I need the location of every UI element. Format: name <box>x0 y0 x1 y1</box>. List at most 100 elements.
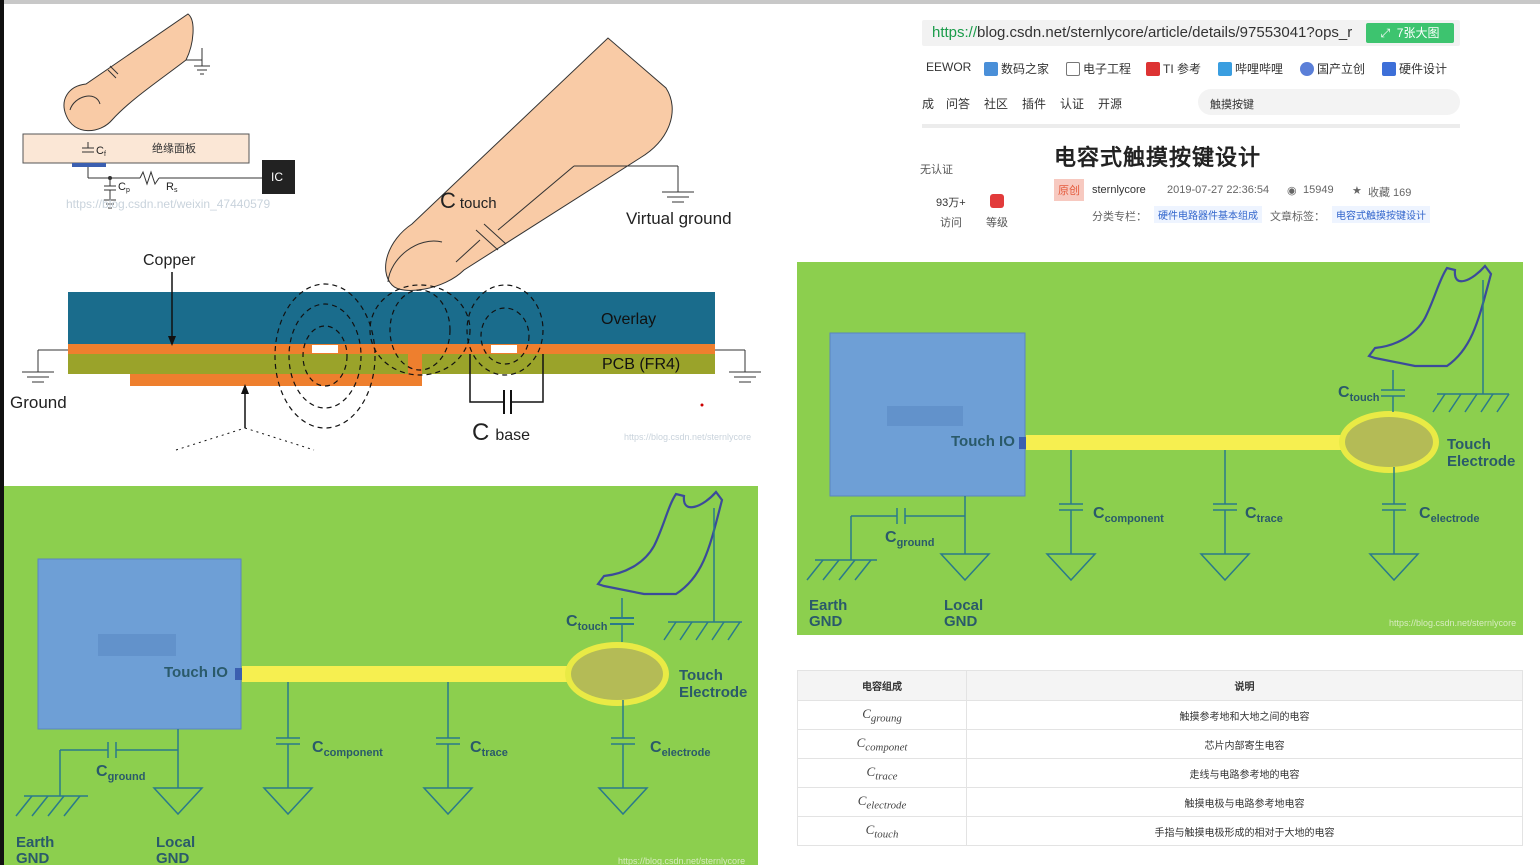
desc-cell: 走线与电路参考地的电容 <box>966 758 1523 788</box>
trace <box>1026 435 1356 450</box>
touch-electrode <box>571 648 663 700</box>
view-images-label: 7张大图 <box>1396 26 1440 40</box>
svg-text:Ctouch: Ctouch <box>566 613 608 633</box>
symbol: C <box>857 792 867 808</box>
site-nav: 成 问答 社区 插件 认证 开源 触摸按键 <box>922 86 1460 120</box>
cert-status: 无认证 <box>920 164 953 176</box>
bookmark-5[interactable]: 国产立创 <box>1300 60 1365 77</box>
symbol: C <box>856 734 866 750</box>
favorites-count[interactable]: 收藏 169 <box>1368 187 1412 199</box>
url-path: blog.csdn.net/sternlycore/article/detail… <box>977 24 1353 41</box>
table-row: Ctrace 走线与电路参考地的电容 <box>797 758 1523 788</box>
touch-electrode-label-2: Electrode <box>679 684 747 701</box>
touch-io-label: Touch IO <box>164 664 228 681</box>
bookmark-2[interactable]: 电子工程 <box>1066 60 1131 77</box>
desc-cell: 手指与触摸电极形成的相对于大地的电容 <box>966 816 1523 846</box>
url-text[interactable]: https://blog.csdn.net/sternlycore/articl… <box>932 24 1362 41</box>
symbol-cell: Celectrode <box>797 787 967 817</box>
visits-value: 93万+ <box>936 197 966 209</box>
copper-label: Copper <box>143 252 196 269</box>
table-row: Celectrode 触摸电极与电路参考地电容 <box>797 787 1523 817</box>
view-images-button[interactable]: ⤢ 7张大图 <box>1366 23 1454 43</box>
nav-item[interactable]: 认证 <box>1060 97 1085 111</box>
left-border <box>0 0 4 865</box>
column-tag[interactable]: 硬件电路器件基本组成 <box>1154 206 1262 223</box>
original-badge: 原创 <box>1054 179 1084 201</box>
h-icon <box>1382 61 1396 76</box>
nav-item[interactable]: 问答 <box>946 97 971 111</box>
virtual-ground-label: Virtual ground <box>626 209 732 228</box>
symbol-sub: electrode <box>866 799 907 812</box>
level-icon <box>990 194 1004 208</box>
bookmark-label: EEWOR <box>926 60 972 74</box>
c-touch-label: C <box>440 188 456 213</box>
symbol-sub: trace <box>875 770 898 783</box>
c-trace-label: C <box>1245 505 1257 522</box>
local-label-1: Local <box>944 597 983 614</box>
bookmark-label: 数码之家 <box>1001 62 1050 76</box>
nav-item[interactable]: 社区 <box>984 97 1009 111</box>
local-label-2: GND <box>156 850 190 865</box>
article-header: 电容式触摸按键设计 原创 sternlycore 2019-07-27 22:3… <box>1034 128 1460 234</box>
cf-label: C <box>96 145 104 157</box>
symbol-cell: Cgroung <box>797 700 967 730</box>
svg-text:Ccomponent: Ccomponent <box>1093 505 1164 525</box>
svg-text:Celectrode: Celectrode <box>1419 505 1479 525</box>
insulation-panel <box>22 133 250 164</box>
svg-text:Celectrode: Celectrode <box>650 739 710 759</box>
c-base-sub: base <box>495 427 530 444</box>
author-link[interactable]: sternlycore <box>1092 184 1146 196</box>
touch-electrode-label-2: Electrode <box>1447 453 1515 470</box>
cp-sub: p <box>126 187 130 194</box>
bookmark-1[interactable]: 数码之家 <box>984 60 1049 77</box>
ic-label: IC <box>271 170 283 184</box>
c-electrode-label: C <box>1419 505 1431 522</box>
svg-text:Ctouch: Ctouch <box>440 188 497 213</box>
bookmark-6[interactable]: 硬件设计 <box>1382 60 1447 77</box>
c-touch-label: C <box>566 613 578 630</box>
panel-label: 绝缘面板 <box>152 141 196 155</box>
svg-text:Cground: Cground <box>96 763 145 783</box>
nav-item[interactable]: 插件 <box>1022 97 1047 111</box>
ground-label: Ground <box>10 393 67 412</box>
symbol-cell: Ctrace <box>797 758 967 788</box>
symbol-cell: Ccomponet <box>797 729 967 759</box>
svg-text:Cground: Cground <box>885 529 934 549</box>
eye-icon: ◉ <box>1287 185 1297 197</box>
bookmark-label: 电子工程 <box>1083 62 1132 76</box>
c-ground-label: C <box>885 529 897 546</box>
symbol: C <box>862 705 871 721</box>
r-sub: s <box>174 187 178 194</box>
desc-cell: 触摸参考地和大地之间的电容 <box>966 700 1523 730</box>
site-search-input[interactable]: 触摸按键 <box>1198 89 1460 115</box>
overlay-label: Overlay <box>601 311 656 328</box>
c-component-sub: component <box>1105 513 1165 525</box>
article-tag[interactable]: 电容式触摸按键设计 <box>1332 206 1430 223</box>
address-bar[interactable]: https://blog.csdn.net/sternlycore/articl… <box>922 20 1460 46</box>
bookmarks-bar: EEWOR 数码之家 电子工程 TI 参考 哔哩哔哩 国产立创 硬件设计 <box>922 54 1460 80</box>
earth-label-2: GND <box>16 850 50 865</box>
nav-item[interactable]: 开源 <box>1098 97 1123 111</box>
table-header: 电容组成 <box>797 670 967 701</box>
table-row: Ctouch 手指与触摸电极形成的相对于大地的电容 <box>797 816 1523 846</box>
svg-text:Ctrace: Ctrace <box>470 739 508 759</box>
table-row: Cgroung 触摸参考地和大地之间的电容 <box>797 700 1523 730</box>
bookmark-label: 国产立创 <box>1317 62 1366 76</box>
earth-label-2: GND <box>809 613 843 630</box>
bookmark-label: 硬件设计 <box>1399 62 1448 76</box>
symbol: C <box>866 763 876 779</box>
bookmark-4[interactable]: 哔哩哔哩 <box>1218 60 1283 77</box>
bookmark-0[interactable]: EEWOR <box>926 60 971 74</box>
c-ground-sub: ground <box>108 771 146 783</box>
c-ground-sub: ground <box>897 537 935 549</box>
pcb-label: PCB (FR4) <box>602 356 680 373</box>
views-count: 15949 <box>1303 184 1334 196</box>
nav-item[interactable]: 成 <box>922 97 935 111</box>
bookmark-3[interactable]: TI 参考 <box>1146 60 1201 77</box>
svg-text:Ctouch: Ctouch <box>1338 384 1380 404</box>
ic-chip <box>262 160 295 194</box>
r-label: R <box>166 181 174 193</box>
c-electrode-sub: electrode <box>1431 513 1480 525</box>
chip-blurred-label <box>98 634 176 656</box>
finger-large <box>385 37 673 291</box>
